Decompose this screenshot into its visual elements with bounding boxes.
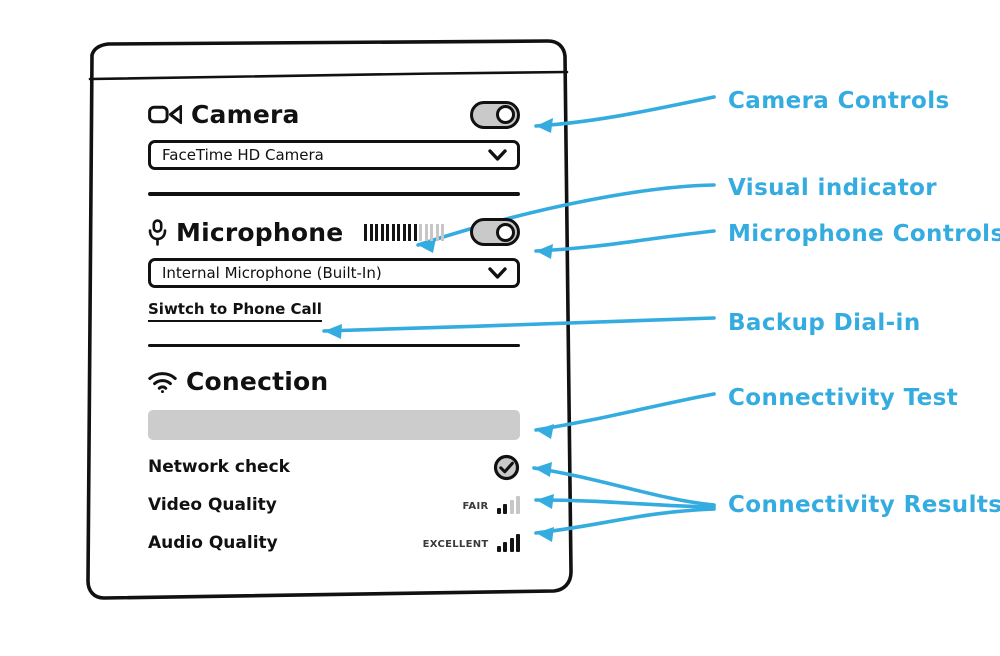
level-meter-bar [386,223,390,241]
signal-bar [503,504,507,514]
divider-camera-microphone [148,192,520,196]
connectivity-test-progress-bar [148,410,520,440]
connectivity-result-label: Video Quality [148,495,277,515]
arrow-camera-controls [534,95,716,128]
connectivity-result-label: Audio Quality [148,533,278,553]
connectivity-result-badge: FAIR [462,501,489,512]
camera-device-value: FaceTime HD Camera [162,146,324,164]
divider-microphone-connection [148,343,520,347]
signal-bar [516,496,520,514]
signal-bar [503,542,507,552]
signal-bar [516,534,520,552]
arrowhead-results-network [534,462,552,477]
camera-toggle-knob [496,105,515,124]
microphone-toggle-knob [496,222,515,242]
microphone-toggle[interactable] [470,218,520,246]
arrow-connectivity-test [534,392,716,432]
level-meter-bar [441,223,445,241]
connectivity-result-value: EXCELLENT [423,534,520,552]
arrow-connectivity-results-network [532,466,716,507]
camera-device-select[interactable]: FaceTime HD Camera [148,140,520,170]
level-meter-bar [419,223,423,241]
signal-bars-icon [496,534,520,552]
camera-toggle[interactable] [470,100,520,129]
level-meter-bar [435,223,439,241]
level-meter-bar [402,223,406,241]
connectivity-result-row: Audio Quality EXCELLENT [148,532,520,554]
microphone-device-value: Internal Microphone (Built-In) [162,263,382,282]
arrowhead-camera-controls [536,118,553,133]
microphone-title: Microphone [176,217,344,247]
arrow-visual-indicator [416,183,716,247]
connection-title: Conection [186,367,329,396]
settings-panel: Camera FaceTime HD Camera Microphone [148,100,520,554]
level-meter-bar [391,223,395,241]
microphone-section-header: Microphone [148,218,520,247]
chevron-down-icon [488,149,507,161]
signal-bar [509,500,514,514]
camera-title-group: Camera [148,100,300,129]
panel-outline [86,39,573,600]
arrowhead-connectivity-test [536,424,554,439]
camera-icon [148,105,182,124]
signal-bar [509,538,514,552]
arrow-mic-controls [534,229,716,253]
connectivity-result-row: Video Quality FAIR [148,494,520,516]
connectivity-result-value: FAIR [462,496,520,514]
arrow-backup-dialin [322,316,716,333]
level-meter-bar [430,223,434,241]
connectivity-result-label: Network check [148,457,290,477]
level-meter-bar [424,223,428,241]
level-meter-bar [375,223,379,241]
camera-title: Camera [191,100,300,129]
microphone-device-select[interactable]: Internal Microphone (Built-In) [148,257,520,288]
chevron-down-icon [488,266,507,279]
connection-title-group: Conection [148,367,520,396]
microphone-title-group: Microphone [148,217,445,247]
level-meter-bar [408,223,412,241]
signal-bars-icon [496,496,520,514]
check-circle-icon [493,454,520,480]
arrow-connectivity-results-audio [534,507,716,535]
annotation-connectivity-results: Connectivity Results [728,492,1000,518]
level-meter-bar [397,223,401,241]
camera-section-header: Camera [148,100,520,129]
wifi-icon [148,371,177,393]
connectivity-result-badge: EXCELLENT [422,539,489,550]
annotation-connectivity-test: Connectivity Test [728,385,959,411]
signal-bar [496,508,501,514]
switch-to-phone-call-link[interactable]: Siwtch to Phone Call [148,300,322,322]
arrow-connectivity-results-video [534,498,716,509]
arrowhead-results-video [536,494,554,509]
annotation-camera-controls: Camera Controls [728,88,950,114]
arrowhead-visual-indicator [418,238,436,253]
panel-titlebar-divider [88,70,569,81]
signal-bar [496,546,501,552]
arrowhead-results-audio [536,527,554,542]
connectivity-result-row: Network check [148,454,520,481]
arrowhead-backup-dialin [324,324,342,339]
level-meter-bar [413,223,417,241]
level-meter-bar [364,223,368,241]
connectivity-result-value [493,454,520,481]
annotation-microphone-controls: Microphone Controls [728,221,1000,247]
level-meter-bar [380,223,384,241]
annotation-visual-indicator: Visual indicator [728,175,938,201]
arrowhead-mic-controls [536,244,553,259]
microphone-level-meter [364,223,445,241]
microphone-icon [148,218,167,246]
level-meter-bar [369,223,373,241]
annotation-backup-dialin: Backup Dial-in [728,310,921,336]
